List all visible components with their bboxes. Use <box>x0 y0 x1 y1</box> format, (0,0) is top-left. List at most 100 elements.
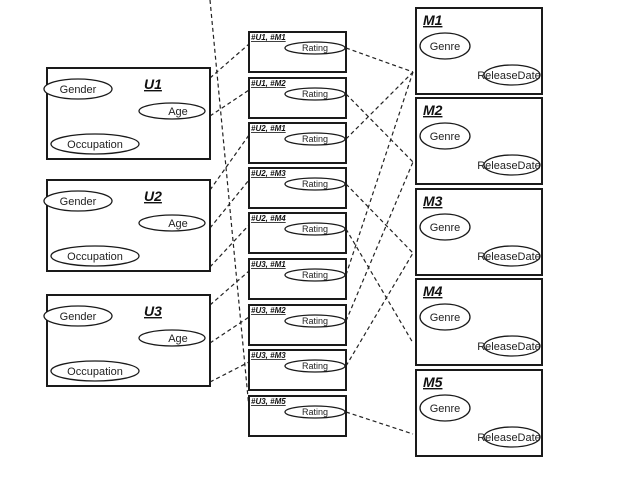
attribute-label-rating: Rating <box>302 407 328 417</box>
attribute-ellipse-rating <box>284 268 346 282</box>
attribute-ellipse-genre <box>419 32 471 60</box>
edge-rating-movie <box>345 252 414 367</box>
attribute-ellipse-genre <box>419 394 471 422</box>
attribute-ellipse-occupation <box>50 133 140 155</box>
attribute-ellipse-rating <box>284 314 346 328</box>
attribute-label-rating: Rating <box>302 224 328 234</box>
attribute-ellipse-rating <box>284 132 346 146</box>
edge-user-rating <box>209 316 250 344</box>
edge-user-rating <box>209 89 250 117</box>
movie-title: M4 <box>423 283 443 299</box>
movie-title: M2 <box>423 102 443 118</box>
attribute-label-rating: Rating <box>302 43 328 53</box>
attribute-ellipse-releasedate <box>483 154 541 176</box>
attribute-ellipse-releasedate <box>483 426 541 448</box>
attribute-label-occupation: Occupation <box>67 139 123 151</box>
edge-user-rating <box>209 0 250 409</box>
attribute-ellipse-releasedate <box>483 335 541 357</box>
attribute-ellipse-rating <box>284 41 346 55</box>
edge-user-rating <box>209 270 250 306</box>
nodes-layer: U1GenderAgeOccupationU2GenderAgeOccupati… <box>43 7 543 457</box>
attribute-label-rating: Rating <box>302 316 328 326</box>
attribute-label-age: Age <box>168 218 188 230</box>
attribute-label-rating: Rating <box>302 134 328 144</box>
attribute-ellipse-gender <box>43 78 113 100</box>
edge-rating-movie <box>345 47 414 73</box>
attribute-ellipse-genre <box>419 303 471 331</box>
edge-rating-movie <box>345 93 414 163</box>
attribute-label-rating: Rating <box>302 89 328 99</box>
edge-rating-movie <box>345 71 414 276</box>
edge-rating-movie <box>345 228 414 344</box>
attribute-ellipse-occupation <box>50 360 140 382</box>
attribute-label-releasedate: ReleaseDate <box>477 160 541 172</box>
user-title: U1 <box>144 76 162 92</box>
rating-title: #U1, #M2 <box>251 79 286 88</box>
attribute-ellipse-genre <box>419 213 471 241</box>
edge-rating-movie <box>345 71 414 140</box>
attribute-label-genre: Genre <box>430 222 461 234</box>
attribute-label-genre: Genre <box>430 41 461 53</box>
attribute-label-gender: Gender <box>60 196 97 208</box>
edge-rating-movie <box>345 161 414 322</box>
attribute-label-gender: Gender <box>60 311 97 323</box>
attribute-ellipse-genre <box>419 122 471 150</box>
movie-title: M3 <box>423 193 443 209</box>
attribute-label-releasedate: ReleaseDate <box>477 341 541 353</box>
attribute-ellipse-occupation <box>50 245 140 267</box>
attribute-ellipse-rating <box>284 405 346 419</box>
attribute-ellipse-rating <box>284 359 346 373</box>
attribute-label-releasedate: ReleaseDate <box>477 432 541 444</box>
rating-title: #U1, #M1 <box>251 33 286 42</box>
rating-title: #U3, #M3 <box>251 351 286 360</box>
attribute-label-age: Age <box>168 106 188 118</box>
attribute-label-genre: Genre <box>430 403 461 415</box>
movie-title: M1 <box>423 12 443 28</box>
attribute-label-occupation: Occupation <box>67 366 123 378</box>
attribute-ellipse-age <box>138 102 206 120</box>
attribute-label-occupation: Occupation <box>67 251 123 263</box>
movie-title: M5 <box>423 374 443 390</box>
rating-title: #U3, #M1 <box>251 260 286 269</box>
attribute-label-rating: Rating <box>302 361 328 371</box>
edge-user-rating <box>209 134 250 191</box>
rating-title: #U2, #M1 <box>251 124 286 133</box>
edges-layer <box>209 0 414 435</box>
rating-title: #U2, #M3 <box>251 169 286 178</box>
user-title: U3 <box>144 303 162 319</box>
attribute-ellipse-releasedate <box>483 245 541 267</box>
rating-title: #U2, #M4 <box>251 214 286 223</box>
edge-rating-movie <box>345 411 414 435</box>
edge-user-rating <box>209 361 250 383</box>
attribute-label-gender: Gender <box>60 84 97 96</box>
attribute-ellipse-gender <box>43 190 113 212</box>
attribute-ellipse-age <box>138 329 206 347</box>
user-title: U2 <box>144 188 162 204</box>
attribute-label-rating: Rating <box>302 270 328 280</box>
attribute-ellipse-rating <box>284 87 346 101</box>
attribute-ellipse-gender <box>43 305 113 327</box>
attribute-ellipse-rating <box>284 222 346 236</box>
rating-title: #U3, #M2 <box>251 306 286 315</box>
attribute-label-genre: Genre <box>430 312 461 324</box>
attribute-label-releasedate: ReleaseDate <box>477 251 541 263</box>
edge-user-rating <box>209 43 250 79</box>
